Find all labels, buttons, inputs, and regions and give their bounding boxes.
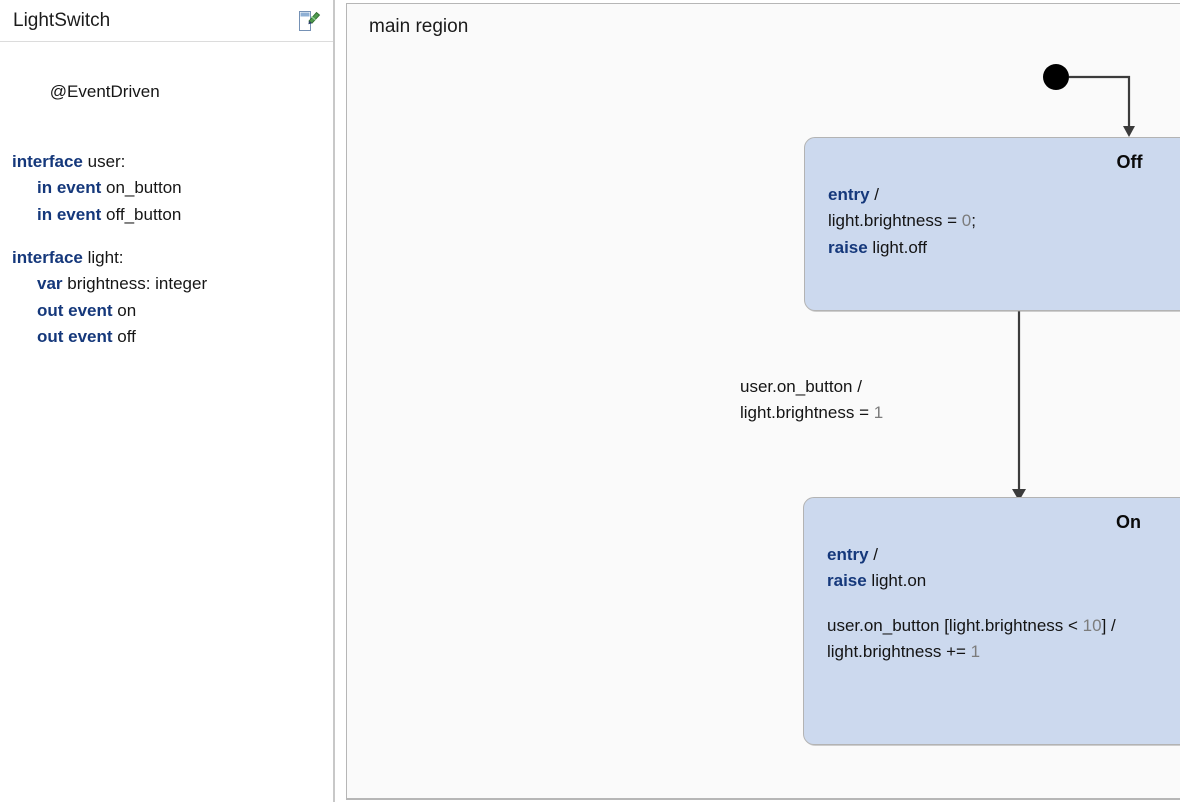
transition-effect-number: 1 xyxy=(873,403,884,423)
state-on-raise-line: raise light.on xyxy=(827,568,1180,594)
local-reaction-effect: light.brightness += xyxy=(827,642,971,662)
keyword-out-event: out event xyxy=(37,300,113,320)
member-name-on: on xyxy=(117,300,137,320)
initial-state-node xyxy=(1043,64,1069,90)
keyword-var: var xyxy=(37,274,63,294)
keyword-in-event: in event xyxy=(37,204,102,224)
annotation-text: @EventDriven xyxy=(49,82,160,102)
note-edit-icon[interactable] xyxy=(297,8,325,34)
assign-expr: light.brightness = xyxy=(828,211,962,231)
local-reaction-number: 10 xyxy=(1082,615,1102,635)
sidebar-header: LightSwitch xyxy=(0,0,333,42)
interface-light-name: light: xyxy=(87,248,124,268)
diagram-canvas-wrapper: main region xyxy=(335,0,1180,802)
state-on-local-reaction-line2: light.brightness += 1 xyxy=(827,639,1180,665)
page-title: LightSwitch xyxy=(13,11,111,30)
state-on[interactable]: On entry / raise light.on user.on_button… xyxy=(803,497,1180,745)
keyword-entry: entry xyxy=(827,545,869,564)
entry-slash: / xyxy=(869,185,880,204)
keyword-raise: raise xyxy=(827,571,867,591)
definition-code[interactable]: @EventDriven interface user: in event on… xyxy=(0,42,333,802)
keyword-entry: entry xyxy=(828,185,870,204)
transition-effect-expr: light.brightness = xyxy=(740,403,874,423)
assign-number: 0 xyxy=(961,211,972,231)
state-on-local-reaction-line1: user.on_button [light.brightness < 10] / xyxy=(827,613,1180,639)
assign-tail: ; xyxy=(971,211,976,231)
member-out-off: out event off xyxy=(12,324,333,350)
local-reaction-trigger: user.on_button [light.brightness < xyxy=(827,615,1083,635)
blank-line xyxy=(12,228,333,245)
region-label: main region xyxy=(369,16,469,37)
definition-sidebar: LightSwitch @EventDriven interface user:… xyxy=(0,0,335,802)
member-out-on: out event on xyxy=(12,298,333,324)
transition-effect: light.brightness = 1 xyxy=(740,400,883,426)
keyword-raise: raise xyxy=(828,237,868,257)
member-off-button: in event off_button xyxy=(12,202,333,228)
interface-light-decl: interface light: xyxy=(12,245,333,271)
state-off-assign-line: light.brightness = 0; xyxy=(828,208,1180,234)
interface-user-decl: interface user: xyxy=(12,149,333,175)
annotation-line: @EventDriven xyxy=(12,53,333,132)
local-reaction-effect-number: 1 xyxy=(970,642,981,662)
state-off[interactable]: Off entry / light.brightness = 0; raise … xyxy=(804,137,1180,311)
member-name-on-button: on_button xyxy=(105,178,182,198)
transition-label-off-to-on[interactable]: user.on_button / light.brightness = 1 xyxy=(740,374,883,427)
member-name-off-button: off_button xyxy=(105,204,182,224)
blank-line xyxy=(827,595,1180,613)
state-on-body: entry / raise light.on user.on_button [l… xyxy=(804,533,1180,665)
transition-trigger: user.on_button / xyxy=(740,377,862,396)
raise-event: light.on xyxy=(866,571,927,591)
member-brightness: var brightness: integer xyxy=(12,271,333,297)
state-on-entry-line: entry / xyxy=(827,542,1180,568)
keyword-out-event: out event xyxy=(37,327,113,347)
state-off-body: entry / light.brightness = 0; raise ligh… xyxy=(805,173,1180,261)
interface-user-name: user: xyxy=(87,152,126,172)
member-on-button: in event on_button xyxy=(12,175,333,201)
entry-slash: / xyxy=(868,545,879,564)
keyword-interface: interface xyxy=(12,248,83,268)
state-on-name: On xyxy=(1116,512,1141,532)
state-off-raise-line: raise light.off xyxy=(828,235,1180,261)
keyword-interface: interface xyxy=(12,152,83,172)
state-off-entry-line: entry / xyxy=(828,182,1180,208)
statechart-canvas[interactable]: main region xyxy=(346,3,1180,800)
blank-line xyxy=(12,132,333,149)
keyword-in-event: in event xyxy=(37,178,102,198)
raise-event: light.off xyxy=(867,237,927,257)
local-reaction-tail: ] / xyxy=(1101,615,1116,635)
state-off-name: Off xyxy=(1116,152,1143,172)
member-name-off: off xyxy=(117,327,136,347)
member-name-brightness: brightness: integer xyxy=(67,274,208,294)
